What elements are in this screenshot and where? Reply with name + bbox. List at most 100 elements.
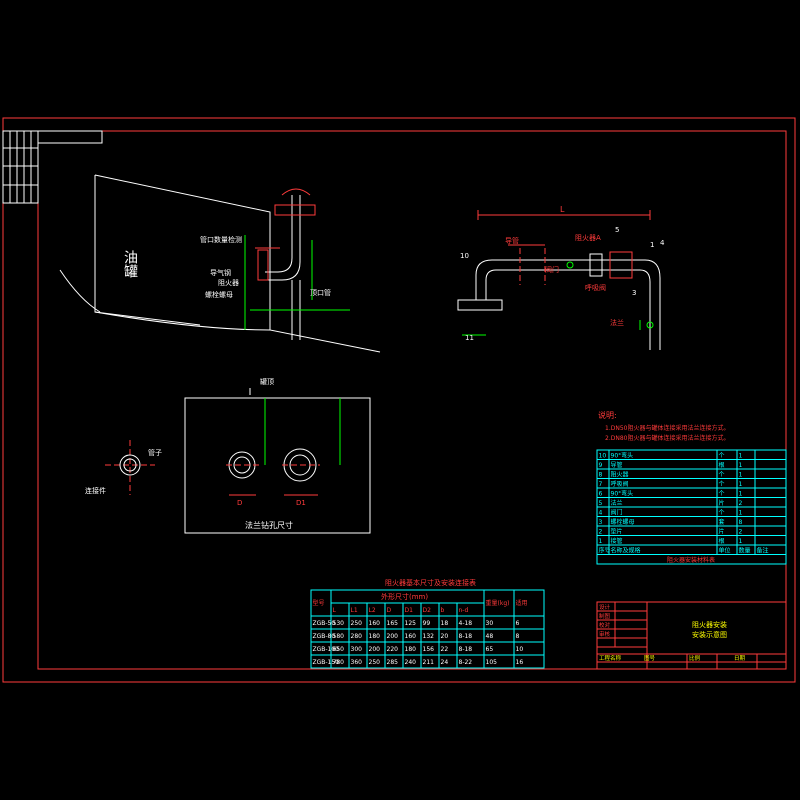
- size-table-header-cell: D1: [405, 607, 414, 614]
- bom-cell: 法兰: [611, 499, 623, 507]
- right-label-3: 阀门: [545, 265, 559, 274]
- size-table-cell: 18: [441, 620, 449, 627]
- bom-cell: 1: [739, 453, 743, 460]
- flange-title: 法兰钻孔尺寸: [245, 520, 293, 530]
- title-block-bottom-cell: 图号: [644, 654, 656, 662]
- bom-cell: 1: [739, 472, 743, 479]
- title-block-bottom-cell: 日期: [734, 655, 746, 662]
- left-label-5: 顶口管: [310, 288, 331, 297]
- size-table-cell: 240: [405, 659, 417, 666]
- size-table-cell: 10: [516, 646, 524, 653]
- right-num-3: 5: [615, 226, 619, 234]
- size-table-cell: 360: [351, 659, 363, 666]
- title-block-bottom-cell: 比例: [689, 654, 701, 662]
- notes-title: 说明:: [598, 410, 617, 420]
- size-table-title: 阻火器基本尺寸及安装连接表: [385, 578, 476, 587]
- size-table-header-cell: n-d: [459, 607, 469, 614]
- size-table-cell: 285: [387, 659, 399, 666]
- bom-cell: 90°弯头: [611, 490, 634, 498]
- tank-label: 油罐: [122, 250, 138, 278]
- size-table-header-cell: 重量(kg): [486, 599, 510, 607]
- size-table-cell: 220: [387, 646, 399, 653]
- bom-cell: 个: [719, 472, 725, 479]
- bom-cell: 个: [719, 481, 725, 488]
- size-table-cell: 250: [351, 620, 363, 627]
- right-num-6: 4: [660, 239, 665, 247]
- size-table-cell: 8: [516, 633, 520, 640]
- size-table-cell: 250: [369, 659, 381, 666]
- bom-cell: 8: [739, 519, 743, 526]
- size-table-cell: ZGB-150: [313, 659, 340, 666]
- size-table-cell: 48: [486, 633, 494, 640]
- size-table-cell: 20: [441, 633, 449, 640]
- bom-cell: 4: [599, 510, 603, 517]
- flange-top-label: 罐顶: [260, 377, 274, 386]
- bom-cell: 2: [599, 529, 603, 536]
- size-table-cell: 6: [516, 620, 520, 627]
- notes-line-1: 1.DN50阻火器与罐体连接采用法兰连接方式。: [605, 424, 729, 432]
- right-num-4: 10: [460, 252, 469, 260]
- bom-cell: 个: [719, 453, 725, 460]
- bom-header-cell: 序号: [599, 547, 611, 555]
- size-table-header-cell: L: [333, 607, 337, 614]
- size-table-cell: 200: [387, 633, 399, 640]
- bom-cell: 垫片: [611, 528, 623, 536]
- size-table-group-header: 外形尺寸(mm): [381, 592, 428, 601]
- left-label-3: 阻火器: [218, 278, 239, 287]
- bom-cell: 套: [719, 518, 725, 526]
- drawing-border: [2, 117, 796, 683]
- drawing-title-line-1: 阻火器安装: [692, 620, 727, 629]
- bom-cell: 阀门: [611, 509, 623, 517]
- bom-cell: 1: [739, 491, 743, 498]
- title-block-bottom-cell: 工程名称: [599, 654, 622, 662]
- right-num-5: 11: [465, 334, 474, 342]
- size-table-cell: 22: [441, 646, 449, 653]
- bom-cell: 阻火器: [611, 471, 629, 479]
- size-table-header-cell: b: [441, 607, 445, 614]
- size-table-cell: 650: [333, 646, 345, 653]
- bom-cell: 导管: [611, 461, 623, 469]
- bom-header-cell: 单位: [719, 547, 731, 555]
- small-fitting-view: 管子 连接件: [85, 440, 162, 495]
- bom-cell: 个: [719, 510, 725, 517]
- size-table-cell: 780: [333, 659, 345, 666]
- bom-header-cell: 名称及规格: [611, 547, 641, 555]
- bom-cell: 根: [719, 537, 725, 545]
- size-table-header-cell: 型号: [313, 599, 325, 607]
- size-table-header-cell: D: [387, 607, 392, 614]
- bom-cell: 1: [739, 538, 743, 545]
- bom-cell: 2: [739, 500, 743, 507]
- size-table-cell: 165: [387, 620, 399, 627]
- small-label-1: 管子: [148, 448, 162, 457]
- bom-cell: 6: [599, 491, 603, 498]
- title-block-left-cell: 制图: [599, 612, 611, 620]
- size-table-cell: 4-18: [459, 620, 473, 627]
- bom-cell: 3: [599, 519, 603, 526]
- bom-cell: 5: [599, 500, 603, 507]
- right-num-2: 3: [632, 289, 636, 297]
- size-table-cell: 132: [423, 633, 435, 640]
- size-table-cell: 160: [405, 633, 417, 640]
- right-label-4: 导管: [505, 236, 519, 245]
- size-table-cell: 580: [333, 633, 345, 640]
- size-table-cell: 280: [351, 633, 363, 640]
- title-block-left-cell: 设计: [599, 603, 611, 611]
- right-view: L 阻火器A 呼吸阀 阀门 导管 法兰 1 3 5 10 11 4: [457, 205, 665, 350]
- drawing-title-line-2: 安装示意图: [692, 630, 727, 639]
- size-table-cell: 8-22: [459, 659, 473, 666]
- size-table-cell: 105: [486, 659, 498, 666]
- flange-dim-D1: D1: [296, 499, 306, 507]
- small-label-2: 连接件: [85, 486, 106, 495]
- size-table-cell: 99: [423, 620, 431, 627]
- bom-header-cell: 数量: [739, 547, 751, 555]
- left-label-1: 管口数量检测: [200, 235, 242, 244]
- dim-L: L: [560, 205, 565, 214]
- bom-cell: 呼吸阀: [611, 480, 629, 488]
- bom-cell: 9: [599, 462, 603, 469]
- size-table-cell: 180: [369, 633, 381, 640]
- left-label-4: 螺栓螺母: [205, 290, 233, 299]
- size-table-header-cell: 适用: [516, 599, 528, 607]
- size-table-cell: 8-18: [459, 633, 473, 640]
